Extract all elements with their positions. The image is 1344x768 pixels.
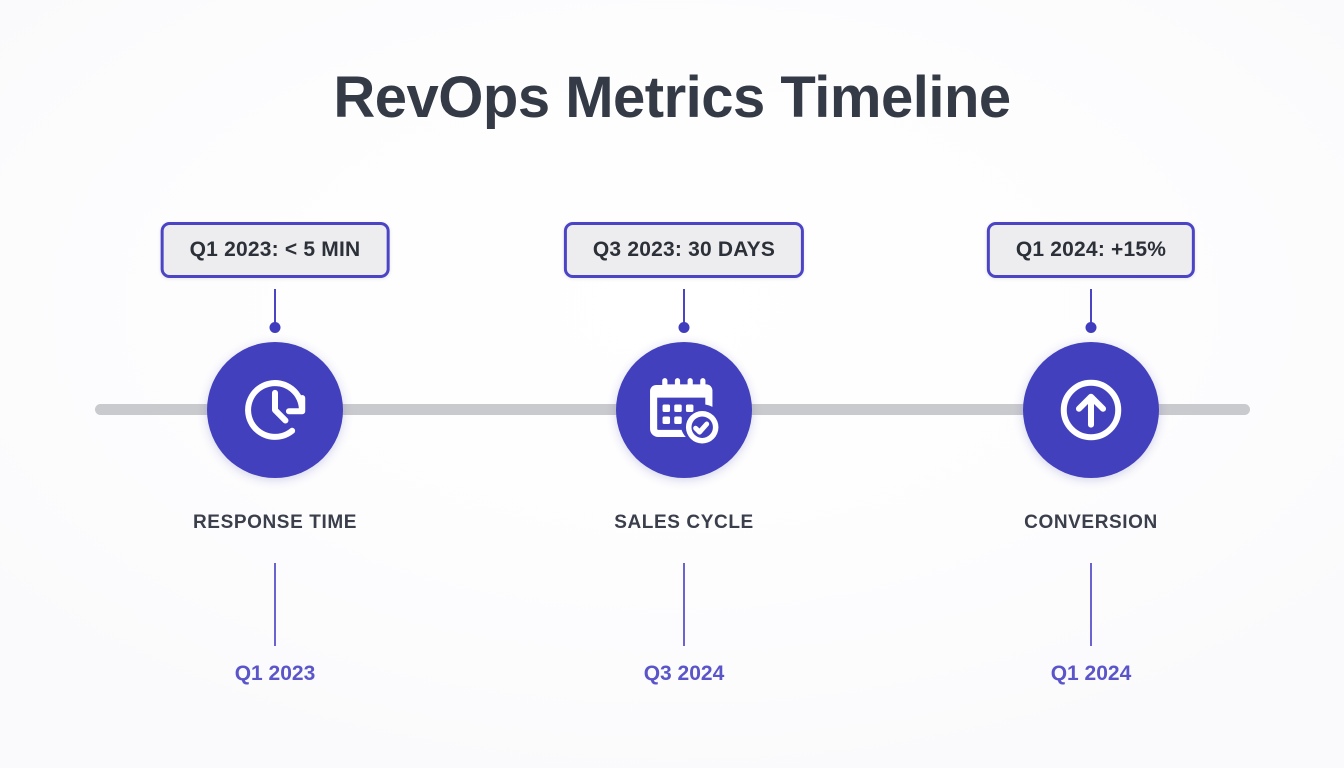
calendar-check-icon <box>645 371 723 449</box>
clock-rotate-icon <box>237 372 313 448</box>
milestone-icon-node[interactable] <box>1023 342 1159 478</box>
date-connector-line <box>1090 563 1092 646</box>
date-connector-line <box>683 563 685 646</box>
badge-connector-dot <box>269 322 281 333</box>
milestone-label: SALES CYCLE <box>614 512 754 533</box>
milestone-conversion[interactable]: Q1 2024: +15% CONVERSION Q1 2024 <box>921 0 1261 768</box>
milestone-response-time[interactable]: Q1 2023: < 5 MIN RESPONSE TIME Q1 2023 <box>105 0 445 768</box>
badge-connector-line <box>683 289 685 325</box>
milestone-date: Q1 2024 <box>1050 662 1132 685</box>
milestone-sales-cycle[interactable]: Q3 2023: 30 DAYS SALES CYCLE Q3 20 <box>514 0 854 768</box>
milestone-date: Q3 2024 <box>643 662 725 685</box>
milestone-badge[interactable]: Q3 2023: 30 DAYS <box>563 222 805 278</box>
milestone-label: CONVERSION <box>1024 512 1158 533</box>
date-connector-line <box>274 563 276 646</box>
milestone-icon-node[interactable] <box>207 342 343 478</box>
milestone-icon-node[interactable] <box>616 342 752 478</box>
page-title: RevOps Metrics Timeline <box>333 65 1011 130</box>
badge-connector-line <box>274 289 276 325</box>
milestone-date: Q1 2023 <box>234 662 316 685</box>
arrow-up-circle-icon <box>1053 372 1129 448</box>
milestone-badge[interactable]: Q1 2024: +15% <box>986 222 1196 278</box>
badge-connector-dot <box>1085 322 1097 333</box>
badge-connector-line <box>1090 289 1092 325</box>
milestone-label: RESPONSE TIME <box>192 512 358 533</box>
badge-connector-dot <box>678 322 690 333</box>
milestone-badge[interactable]: Q1 2023: < 5 MIN <box>160 222 390 278</box>
